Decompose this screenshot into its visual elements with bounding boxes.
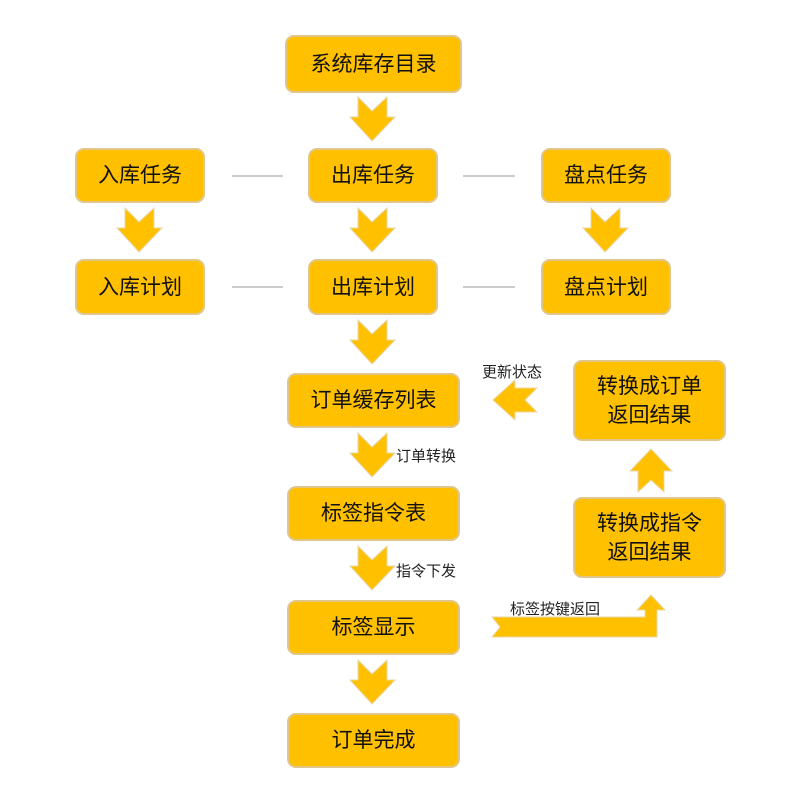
arrow-down-8: [348, 658, 397, 705]
arrow-down-2: [115, 206, 164, 253]
node-order-result: 转换成订单 返回结果: [573, 360, 726, 441]
node-inbound-plan: 入库计划: [75, 259, 205, 315]
node-stocktake-task: 盘点任务: [541, 148, 671, 203]
label-update-status: 更新状态: [482, 363, 543, 381]
node-inbound-task: 入库任务: [75, 148, 205, 203]
node-text: 返回结果: [607, 539, 692, 564]
arrow-down-3: [348, 206, 397, 253]
node-outbound-plan: 出库计划: [308, 259, 438, 315]
node-label-command-table: 标签指令表: [287, 486, 460, 541]
node-text: 转换成订单: [597, 373, 702, 398]
node-stocktake-plan: 盘点计划: [541, 259, 671, 315]
node-inventory-catalog: 系统库存目录: [285, 35, 462, 93]
label-key-return: 标签按键返回: [510, 600, 601, 618]
node-order-cache-list: 订单缓存列表: [287, 373, 460, 428]
label-command-dispatch: 指令下发: [396, 562, 457, 580]
arrow-down-5: [348, 318, 397, 365]
node-outbound-task: 出库任务: [308, 148, 438, 203]
node-command-result: 转换成指令 返回结果: [573, 497, 726, 578]
arrow-down-4: [581, 206, 630, 253]
arrow-left: [492, 378, 539, 422]
label-order-convert: 订单转换: [396, 447, 457, 465]
node-text: 转换成指令: [597, 510, 702, 535]
arrow-down-7: [348, 544, 397, 591]
node-order-complete: 订单完成: [287, 713, 460, 768]
arrow-down-6: [348, 431, 397, 478]
arrow-bent: [490, 594, 667, 638]
node-label-display: 标签显示: [287, 600, 460, 655]
node-text: 返回结果: [607, 402, 692, 427]
arrow-down-1: [348, 95, 397, 142]
arrow-up: [628, 448, 674, 494]
